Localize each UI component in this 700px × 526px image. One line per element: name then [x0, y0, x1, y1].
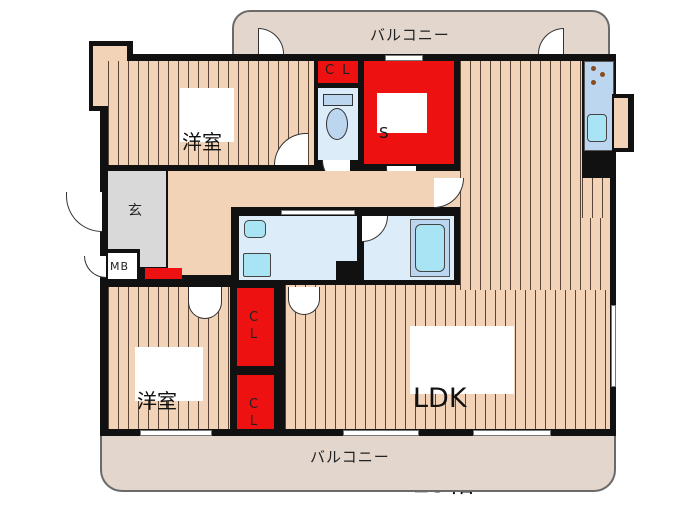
hallway-lower	[168, 205, 231, 275]
entrance-label: 玄	[128, 203, 142, 219]
ldk-floor-strip	[582, 178, 610, 218]
western-room-1	[108, 61, 314, 165]
toilet-tank-icon	[323, 94, 353, 106]
stove-burner-icon	[591, 66, 596, 71]
meter-box	[108, 253, 137, 279]
window-bottom-2	[343, 430, 419, 436]
front-door[interactable]	[66, 192, 102, 232]
bathtub-basin-icon	[415, 224, 445, 272]
ldk-label: LDK 23帖	[410, 326, 514, 498]
door-meter-box[interactable]	[84, 256, 106, 278]
window-bottom-3	[473, 430, 551, 436]
ldk-floor-upper	[460, 61, 582, 211]
kitchen-sink-icon	[587, 114, 607, 142]
balcony-bottom	[100, 436, 616, 492]
closet-middle-lower-label: C L	[249, 397, 259, 429]
balcony-top-label: バルコニー	[370, 26, 450, 44]
window-service-room	[385, 55, 423, 61]
shoe-cabinet	[145, 268, 182, 279]
stove-burner-icon	[591, 80, 596, 85]
closet-top-label: C L	[325, 63, 352, 78]
entrance	[108, 171, 166, 249]
washroom-pillar	[336, 261, 358, 281]
washroom-window	[281, 210, 355, 215]
entrance-lower	[140, 249, 166, 267]
toilet-bowl-icon	[326, 108, 348, 140]
service-room-name: S	[379, 123, 389, 142]
ldk-side-window	[611, 305, 616, 387]
ldk-name: LDK	[413, 382, 467, 414]
closet-middle-lower	[237, 375, 274, 429]
stove-burner-icon	[600, 72, 605, 77]
closet-middle-upper-label: C L	[249, 310, 259, 342]
western-room-1-label: 洋室 6帖	[180, 88, 234, 216]
western-room-2-label: 洋室 6.3帖	[135, 347, 203, 475]
kitchen-window-floor	[614, 98, 628, 148]
washing-machine-icon	[243, 253, 271, 277]
closet-top	[318, 61, 358, 83]
meter-box-label: MB	[110, 260, 130, 273]
wash-basin-icon	[244, 220, 266, 238]
western-room-1-name: 洋室	[182, 130, 222, 154]
service-room-label: S 2.7帖	[377, 93, 427, 188]
closet-middle-upper	[237, 288, 274, 366]
balcony-bottom-label: バルコニー	[310, 448, 390, 466]
window-bottom-1	[140, 430, 212, 436]
door-western-room-2[interactable]	[188, 287, 222, 319]
western-room-2-name: 洋室	[137, 389, 177, 413]
hallway	[168, 171, 460, 207]
kitchen-pillar	[592, 151, 614, 177]
door-ldk-from-hall[interactable]	[288, 287, 320, 315]
